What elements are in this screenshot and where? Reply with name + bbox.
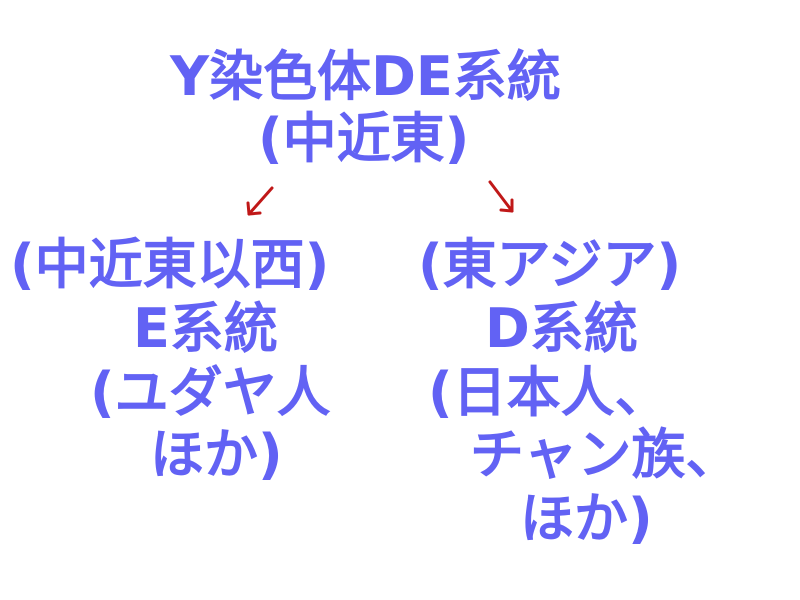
right-branch-region: (東アジア) [418,233,682,296]
root-region: (中近東) [258,107,470,170]
right-arrow-icon [488,180,514,213]
right-branch-lineage: D系統 [485,297,638,360]
left-branch-peoples-line2: ほか) [150,423,283,486]
right-branch-peoples-line3: ほか) [520,487,653,550]
right-branch-peoples-line1: (日本人、 [428,361,669,424]
root-title: Y染色体DE系統 [170,45,561,108]
right-branch-peoples-line2: チャン族、 [470,423,740,486]
left-branch-lineage: E系統 [133,297,278,360]
left-branch-region: (中近東以西) [10,233,330,296]
left-arrow-icon [246,186,274,216]
left-branch-peoples-line1: (ユダヤ人 [90,361,331,424]
